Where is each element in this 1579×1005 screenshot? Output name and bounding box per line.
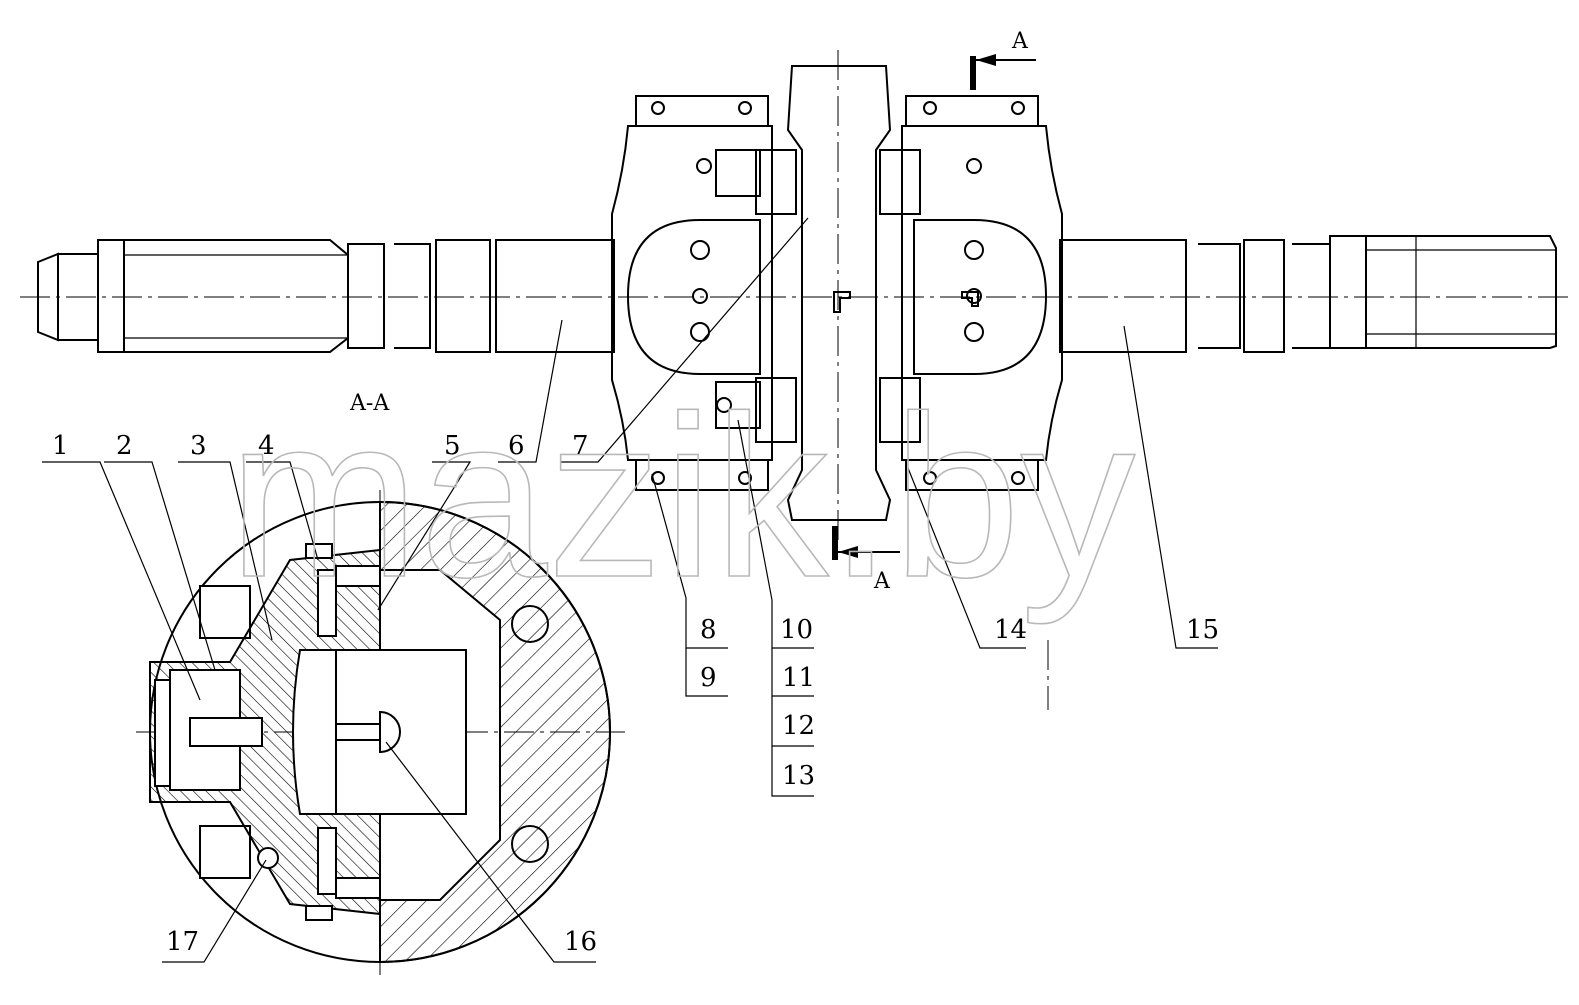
section-view-aa (136, 490, 625, 975)
callout-13: 13 (782, 761, 815, 791)
callout-17: 17 (166, 927, 199, 957)
callout-4: 4 (258, 431, 275, 461)
callout-14: 14 (994, 615, 1027, 645)
section-title: A-A (349, 391, 390, 416)
callout-6: 6 (508, 431, 525, 461)
watermark-text: mazik.by (228, 368, 1135, 625)
callout-1: 1 (52, 431, 69, 461)
callout-16: 16 (564, 927, 597, 957)
callout-15: 15 (1186, 615, 1219, 645)
leader-lines (42, 217, 1218, 963)
housing-right (901, 95, 1063, 491)
callout-12: 12 (782, 711, 815, 741)
callout-11: 11 (782, 663, 815, 693)
section-mark-bottom: A (873, 569, 891, 594)
callout-3: 3 (190, 431, 207, 461)
callout-8: 8 (700, 615, 717, 645)
callout-2: 2 (116, 431, 133, 461)
section-mark-top: A (1011, 29, 1029, 54)
housing-left (611, 95, 773, 491)
callout-5: 5 (444, 431, 461, 461)
axle-shaft (20, 235, 1570, 353)
callout-9: 9 (700, 663, 717, 693)
section-cut-marks (832, 54, 1049, 710)
callout-10: 10 (780, 615, 813, 645)
callout-7: 7 (572, 431, 589, 461)
central-lug (755, 50, 921, 540)
